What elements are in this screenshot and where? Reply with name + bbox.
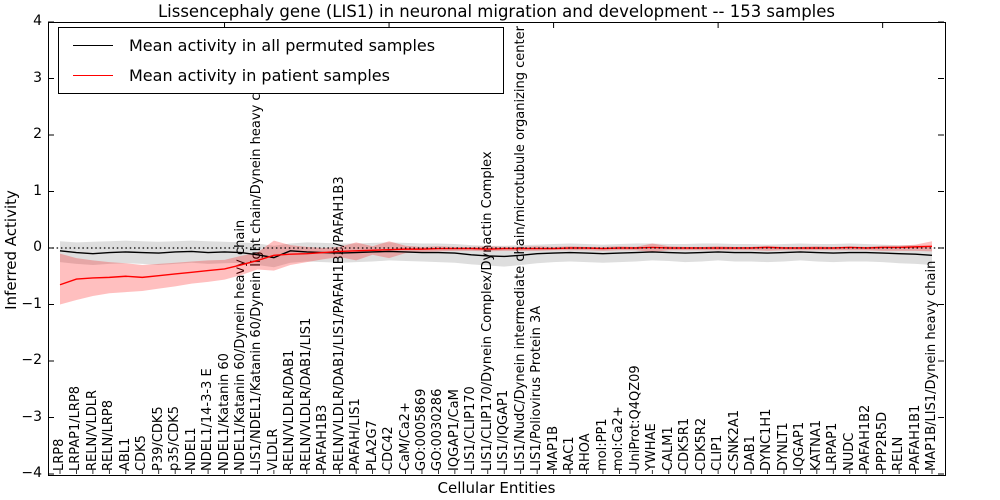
legend-item-permuted: Mean activity in all permuted samples <box>59 36 503 55</box>
y-tick-label: −1 <box>21 295 42 312</box>
y-tick-label: 1 <box>33 182 42 199</box>
legend: Mean activity in all permuted samples Me… <box>58 27 504 94</box>
y-tick-label: 3 <box>33 69 42 86</box>
plot-frame <box>48 22 946 476</box>
chart-title: Lissencephaly gene (LIS1) in neuronal mi… <box>157 2 836 21</box>
legend-label-patient: Mean activity in patient samples <box>129 66 390 86</box>
legend-item-patient: Mean activity in patient samples <box>59 66 503 85</box>
y-tick-label: 0 <box>33 239 42 255</box>
y-tick-label: 4 <box>33 13 42 29</box>
y-tick-label: −4 <box>21 465 42 481</box>
patient-line-swatch <box>73 75 113 77</box>
permuted-line-swatch <box>73 44 113 46</box>
y-tick-label: −2 <box>21 352 42 368</box>
y-tick-label: −3 <box>21 408 42 425</box>
x-axis-label: Cellular Entities <box>437 479 556 497</box>
legend-label-permuted: Mean activity in all permuted samples <box>129 35 436 55</box>
y-tick-label: 2 <box>33 126 42 142</box>
